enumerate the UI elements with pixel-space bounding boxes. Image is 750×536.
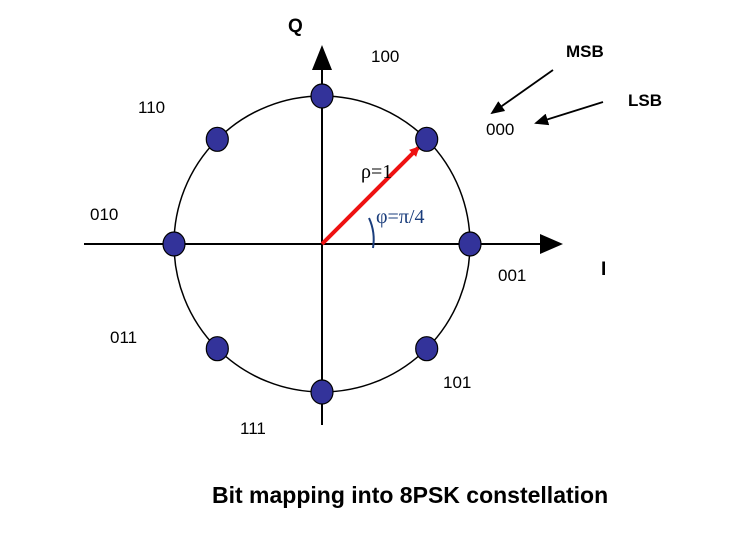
constellation-point bbox=[458, 231, 482, 257]
rho-label: ρ=1 bbox=[361, 161, 392, 183]
constellation-point bbox=[162, 231, 186, 257]
phase-label: φ=π/4 bbox=[376, 206, 424, 228]
rho-vector bbox=[320, 146, 420, 246]
legend-example-bits: 000 bbox=[486, 120, 514, 139]
point-bits-label: 111 bbox=[240, 419, 266, 438]
constellation-point bbox=[415, 336, 439, 362]
constellation-point bbox=[205, 126, 229, 152]
i-axis-label: I bbox=[601, 259, 606, 280]
phase-arc bbox=[368, 217, 375, 249]
lsb-pointer-arrow bbox=[534, 101, 604, 126]
constellation-point bbox=[415, 126, 439, 152]
msb-pointer-arrow bbox=[490, 69, 554, 115]
point-bits-label: 010 bbox=[90, 205, 118, 224]
constellation-point bbox=[205, 336, 229, 362]
msb-label: MSB bbox=[566, 42, 604, 61]
point-bits-label: 001 bbox=[498, 266, 526, 285]
point-bits-label: 110 bbox=[138, 98, 165, 117]
constellation-point bbox=[310, 379, 334, 405]
point-bits-label: 100 bbox=[371, 47, 399, 66]
q-axis-arrowhead bbox=[312, 45, 332, 70]
point-bits-label: 011 bbox=[110, 328, 137, 347]
q-axis-label: Q bbox=[288, 16, 303, 37]
figure-caption: Bit mapping into 8PSK constellation bbox=[212, 482, 609, 508]
point-bits-label: 101 bbox=[443, 373, 471, 392]
i-axis-arrowhead bbox=[540, 234, 563, 254]
constellation-points: 001 100 110 010 011 111 101 bbox=[90, 47, 526, 438]
constellation-point bbox=[310, 83, 334, 109]
lsb-label: LSB bbox=[628, 91, 662, 110]
